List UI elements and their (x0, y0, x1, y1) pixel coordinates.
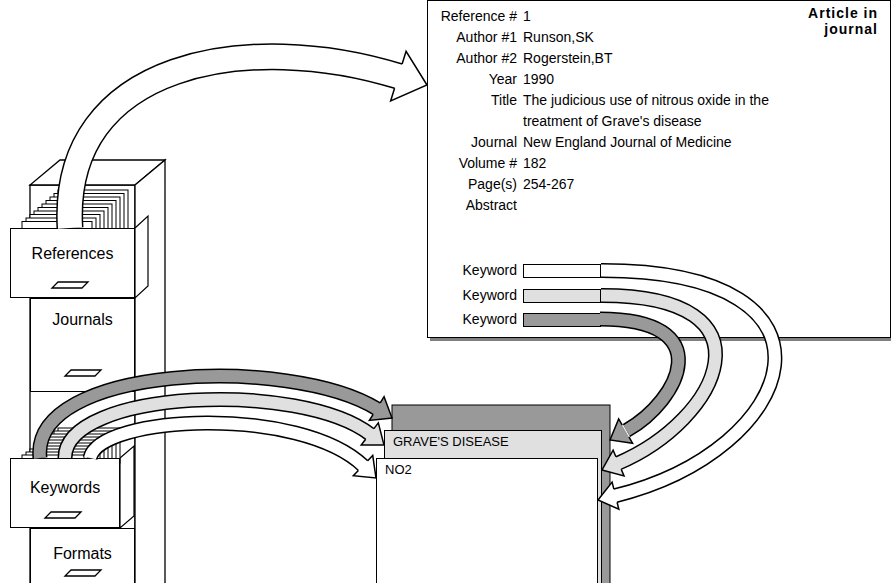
field-value: New England Journal of Medicine (523, 132, 788, 153)
arrow-head-outline (353, 455, 376, 478)
field-label: Title (428, 90, 517, 111)
field-value: 254-267 (523, 174, 788, 195)
hollow-arrow (70, 51, 427, 228)
arrow-fill (70, 57, 400, 228)
field-label: Keyword (428, 309, 517, 330)
arrow-head (598, 482, 619, 509)
arrow-head (602, 450, 624, 476)
field-row: Title The judicious use of nitrous oxide … (428, 90, 890, 132)
field-label: Journal (428, 132, 517, 153)
arrow-head (353, 455, 376, 478)
field-row: Journal New England Journal of Medicine (428, 132, 890, 153)
arrow-head-outline (369, 397, 392, 421)
field-value: Rogerstein,BT (523, 48, 788, 69)
field-row: Volume # 182 (428, 153, 890, 174)
arrow-outline (600, 319, 678, 431)
drawer-handle (52, 282, 88, 288)
drawer-handle (45, 512, 81, 518)
field-row: Author #2 Rogerstein,BT (428, 48, 890, 69)
arrow-head (391, 51, 427, 101)
field-label: Keyword (428, 285, 517, 306)
card-heading-box: Article in journal (763, 5, 878, 37)
reference-card: Article in journalReference #1Author #1R… (427, 0, 891, 338)
drawer-label: Journals (52, 311, 112, 329)
field-label: Volume # (428, 153, 517, 174)
arrow-head (610, 419, 633, 443)
field-label: Keyword (428, 260, 517, 281)
keyword-slot (523, 264, 601, 278)
arrow-fill (601, 270, 775, 495)
field-value: 182 (523, 153, 788, 174)
field-label: Author #2 (428, 48, 517, 69)
field-value: 1 (523, 6, 788, 27)
arrow-head (369, 397, 392, 421)
arrow-outline (601, 270, 775, 495)
field-label: Page(s) (428, 174, 517, 195)
drawer-front: Journals (30, 298, 135, 392)
drawer-label: Formats (53, 545, 112, 563)
keyword-field: Keyword (428, 309, 601, 330)
hollow-arrow (90, 423, 376, 478)
arrow-fill (90, 423, 364, 466)
drawer-handle (65, 370, 101, 376)
field-rows: Reference # 1Author #1 Runson,SK Author #2 R… (428, 6, 890, 216)
hollow-arrow (601, 295, 715, 475)
drawer-side (135, 216, 148, 298)
field-value: The judicious use of nitrous oxide in th… (523, 90, 788, 132)
keyword-card: NO2 (376, 458, 598, 583)
field-value: Runson,SK (523, 27, 788, 48)
cabinet-side (135, 160, 165, 583)
arrow-outline (70, 57, 400, 228)
arrow-outline (601, 295, 715, 463)
drawer-side (120, 446, 134, 528)
keyword-text: NO2 (385, 462, 589, 477)
field-value: 1990 (523, 69, 788, 90)
field-row: Year 1990 (428, 69, 890, 90)
field-label: Reference # (428, 6, 517, 27)
arrow-head-outline (602, 450, 624, 476)
keyword-slot (523, 313, 601, 327)
field-row: Author #1 Runson,SK (428, 27, 890, 48)
keyword-text: GRAVE'S DISEASE (393, 434, 593, 449)
field-label: Author #1 (428, 27, 517, 48)
drawer-label: References (32, 245, 114, 263)
arrow-head (361, 423, 384, 445)
arrow-head-outline (361, 423, 384, 445)
field-row: Abstract (428, 195, 890, 216)
field-label: Abstract (428, 195, 517, 216)
arrow-head-outline (598, 482, 619, 509)
field-row: Page(s) 254-267 (428, 174, 890, 195)
keyword-field: Keyword (428, 285, 601, 306)
keyword-slot (523, 289, 601, 303)
arrow-head-outline (610, 419, 633, 443)
arrow-fill (601, 295, 715, 463)
arrow-fill (600, 319, 678, 431)
hollow-arrow (598, 270, 775, 509)
field-label: Year (428, 69, 517, 90)
drawer-label: Keywords (30, 479, 100, 497)
arrow-outline (90, 423, 364, 466)
card-heading: Article in journal (763, 5, 878, 37)
keyword-field: Keyword (428, 260, 601, 281)
arrow-head-outline (391, 51, 427, 101)
drawer-handle (65, 570, 101, 576)
